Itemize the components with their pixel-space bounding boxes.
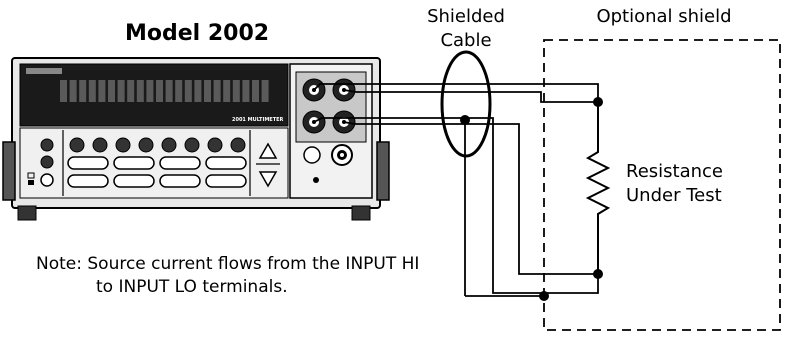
sense-hi-wire <box>343 89 598 103</box>
display-brand-strip <box>26 68 62 74</box>
key-icon <box>27 172 35 179</box>
display-digit <box>213 80 221 102</box>
input-lo-wire <box>313 117 599 294</box>
display-digit <box>69 80 77 102</box>
right-handle <box>376 141 390 201</box>
shield-label: Optional shield <box>596 6 731 27</box>
left-foot <box>17 205 37 221</box>
display-digit <box>165 80 173 102</box>
range-button <box>67 174 109 188</box>
display-digit <box>127 80 135 102</box>
function-button <box>207 137 223 153</box>
range-button <box>67 156 109 170</box>
function-buttons <box>69 137 246 153</box>
display-digit <box>223 80 231 102</box>
display-digit <box>117 80 125 102</box>
range-button <box>159 174 201 188</box>
function-button <box>69 137 85 153</box>
display-digit <box>261 80 269 102</box>
left-handle <box>2 141 16 201</box>
cable-label-line-1: Shielded <box>427 6 505 27</box>
range-button <box>159 156 201 170</box>
oval-buttons <box>67 156 247 188</box>
display-digit <box>175 80 183 102</box>
cal-lock <box>313 177 319 183</box>
display-digit <box>204 80 211 102</box>
up-arrow-icon <box>258 142 278 159</box>
function-button <box>92 137 108 153</box>
test-leads <box>313 83 599 296</box>
shielded-cable-ellipse <box>440 50 492 158</box>
multimeter: 2001 MULTIMETER <box>2 57 390 221</box>
display-digit <box>146 80 154 102</box>
note-line-1: Note: Source current flows from the INPU… <box>36 254 419 274</box>
range-button <box>113 174 155 188</box>
cable-label-line-2: Cable <box>440 30 491 51</box>
input-hi-wire <box>313 83 599 102</box>
range-button <box>205 174 247 188</box>
display-digit <box>156 80 163 102</box>
power-button <box>40 138 54 152</box>
front-rear-switch <box>303 146 321 164</box>
display-digit <box>88 80 96 102</box>
range-button <box>205 156 247 170</box>
resistor-label-line-1: Resistance <box>626 161 723 182</box>
display-digit <box>194 80 202 102</box>
note-line-2: to INPUT LO terminals. <box>96 277 288 297</box>
display-digit <box>184 80 192 102</box>
display-segments <box>60 80 269 102</box>
function-button <box>184 137 200 153</box>
resistor-label-line-2: Under Test <box>626 185 722 206</box>
display-digit <box>136 80 144 102</box>
local-button <box>40 173 54 187</box>
wire-junctions <box>460 97 603 301</box>
display-digit <box>79 80 87 102</box>
range-button <box>113 156 155 170</box>
function-button <box>230 137 246 153</box>
display-digit <box>60 80 67 102</box>
function-button <box>115 137 131 153</box>
display-digit <box>242 80 250 102</box>
function-button <box>161 137 177 153</box>
panel-badge: 2001 MULTIMETER <box>232 117 284 123</box>
right-foot <box>351 205 371 221</box>
display-digit <box>232 80 240 102</box>
function-button <box>138 137 154 153</box>
key-icon-fill <box>28 180 34 185</box>
instrument-title: Model 2002 <box>125 21 269 46</box>
display-digit <box>108 80 115 102</box>
display-digit <box>98 80 106 102</box>
resistor-symbol <box>585 102 611 274</box>
down-arrow-icon <box>258 171 278 188</box>
display-digit <box>252 80 259 102</box>
menu-button <box>40 155 54 169</box>
sense-lo-wire <box>343 121 598 275</box>
amps-terminal <box>331 144 353 166</box>
optional-shield-box <box>543 39 781 331</box>
